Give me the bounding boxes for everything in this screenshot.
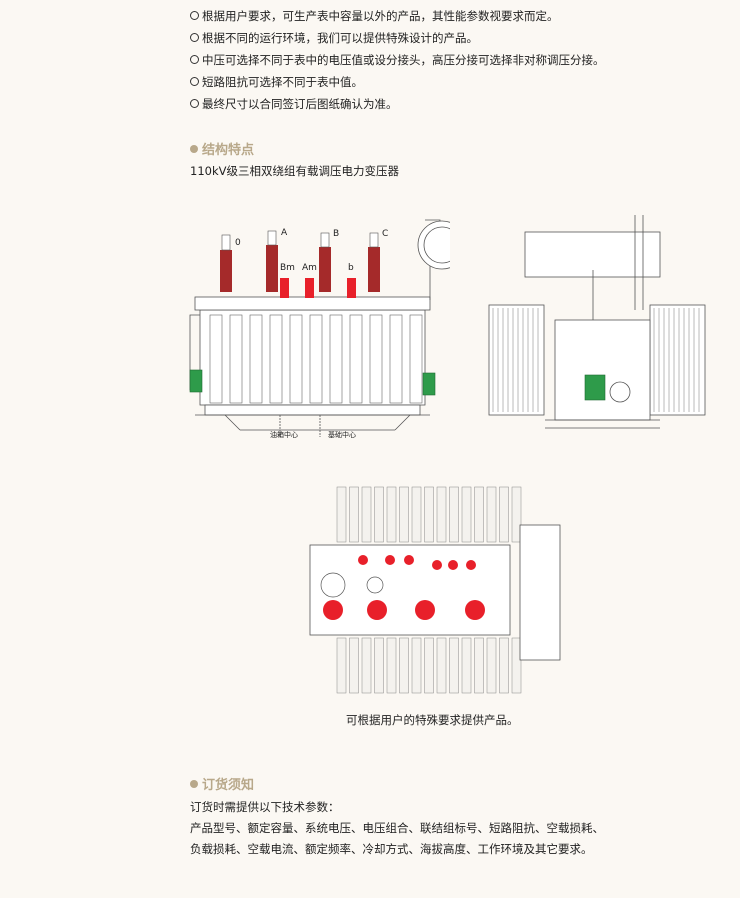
front-view-drawing: 0 A B C Bm Am b 油箱中心 基础中心 <box>189 219 450 439</box>
drawing-caption: 可根据用户的特殊要求提供产品。 <box>346 713 519 727</box>
radiator-bank <box>349 637 359 694</box>
radiator-bank <box>449 637 459 694</box>
bushing-label-o: 0 <box>235 238 241 248</box>
tank-rib <box>349 314 363 404</box>
radiator-bank <box>436 637 447 694</box>
tank-rib <box>309 314 323 404</box>
ring-bullet-icon <box>190 99 199 108</box>
radiator-bank <box>424 486 434 543</box>
note-item: 短路阻抗可选择不同于表中值。 <box>190 74 605 96</box>
radiator-bank <box>436 486 447 543</box>
order-section-title: 订货须知 <box>190 774 254 793</box>
radiator-bank <box>411 486 422 543</box>
hv-bushing-top-group <box>323 600 485 620</box>
radiator-bank <box>374 486 384 543</box>
ring-bullet-icon <box>190 33 199 42</box>
radiator-bank <box>361 486 372 543</box>
structure-section-title: 结构特点 <box>190 139 254 158</box>
radiator-bank <box>336 637 347 694</box>
product-subtitle: 110kV级三相双绕组有载调压电力变压器 <box>190 164 399 178</box>
order-params-line-1: 产品型号、额定容量、系统电压、电压组合、联结组标号、短路阻抗、空载损耗、 <box>190 821 604 835</box>
tank-rib <box>229 314 243 404</box>
control-cabinet-icon <box>189 369 203 393</box>
tank-rib <box>289 314 303 404</box>
tank-rib <box>369 314 383 404</box>
control-cabinet-icon <box>584 374 606 401</box>
radiator-bank <box>461 486 472 543</box>
section-dot-icon <box>190 145 198 153</box>
order-params-line-2: 负载损耗、空载电流、额定频率、冷却方式、海拔高度、工作环境及其它要求。 <box>190 842 593 856</box>
mv-bushing-group <box>280 278 356 298</box>
radiator-bank <box>486 486 497 543</box>
tank-rib <box>249 314 263 404</box>
radiator-bank <box>499 637 509 694</box>
ring-bullet-icon <box>190 11 199 20</box>
radiator-bank <box>361 637 372 694</box>
radiator-bank <box>461 637 472 694</box>
radiator-bank <box>399 637 409 694</box>
bushing-label-am: Am <box>302 263 317 273</box>
tank-rib <box>269 314 283 404</box>
note-item: 根据用户要求，可生产表中容量以外的产品，其性能参数视要求而定。 <box>190 8 605 30</box>
tank-rib <box>389 314 403 404</box>
bushing-label-c: C <box>382 229 388 239</box>
note-item: 中压可选择不同于表中的电压值或设分接头，高压分接可选择非对称调压分接。 <box>190 52 605 74</box>
ring-bullet-icon <box>190 77 199 86</box>
radiator-bank <box>474 486 484 543</box>
radiator-bank <box>424 637 434 694</box>
mv-bushing-top-group <box>358 555 476 570</box>
radiator-bank <box>474 637 484 694</box>
base-center-label: 基础中心 <box>328 430 356 439</box>
bushing-label-bm: Bm <box>280 263 295 273</box>
radiator-bank <box>399 486 409 543</box>
tank-center-label: 油箱中心 <box>270 430 298 439</box>
radiator-bank <box>411 637 422 694</box>
section-dot-icon <box>190 780 198 788</box>
note-item: 最终尺寸以合同签订后图纸确认为准。 <box>190 96 605 118</box>
side-view-drawing <box>488 215 706 429</box>
radiator-bank <box>386 637 397 694</box>
radiator-bank <box>349 486 359 543</box>
bushing-label-bs: b <box>348 263 354 273</box>
radiator-bank <box>449 486 459 543</box>
notes-list: 根据用户要求，可生产表中容量以外的产品，其性能参数视要求而定。 根据不同的运行环… <box>190 8 605 118</box>
bushing-label-a: A <box>281 228 288 238</box>
radiator-bank <box>511 637 522 694</box>
tank-rib <box>329 314 343 404</box>
radiator-bank <box>374 637 384 694</box>
ring-bullet-icon <box>190 55 199 64</box>
hv-bushing-group <box>220 230 380 292</box>
tank-rib <box>409 314 423 404</box>
control-cabinet-icon <box>422 372 436 396</box>
bushing-label-b: B <box>333 229 339 239</box>
top-view-drawing <box>309 486 561 694</box>
tank-rib <box>209 314 223 404</box>
radiator-bank <box>486 637 497 694</box>
radiator-bank <box>511 486 522 543</box>
radiator-bank <box>336 486 347 543</box>
radiator-bank <box>499 486 509 543</box>
note-item: 根据不同的运行环境，我们可以提供特殊设计的产品。 <box>190 30 605 52</box>
order-intro: 订货时需提供以下技术参数： <box>190 800 340 814</box>
radiator-bank <box>386 486 397 543</box>
